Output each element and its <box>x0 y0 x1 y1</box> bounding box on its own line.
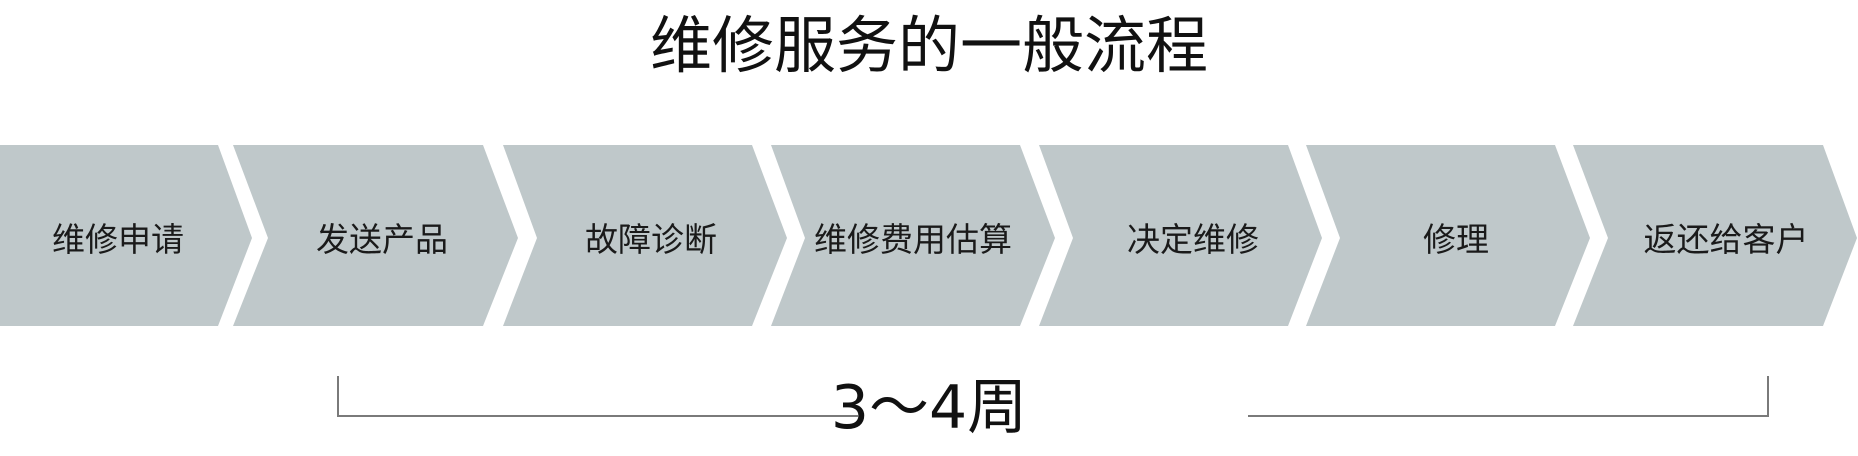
step-arrow-shape <box>1573 145 1857 326</box>
step-arrow-shape <box>503 145 787 326</box>
process-step-5: 决定维修 <box>1039 145 1322 326</box>
process-step-2: 发送产品 <box>233 145 518 326</box>
process-step-6: 修理 <box>1306 145 1590 326</box>
bracket-left-line <box>337 376 858 417</box>
step-label: 返还给客户 <box>1644 220 1809 259</box>
step-label: 决定维修 <box>1127 220 1259 259</box>
process-step-7: 返还给客户 <box>1573 145 1857 326</box>
step-arrow-shape <box>1306 145 1590 326</box>
process-step-1: 维修申请 <box>0 145 252 326</box>
duration-bracket <box>337 376 1769 417</box>
step-arrow-shape <box>1039 145 1322 326</box>
bracket-right-line <box>1248 376 1769 417</box>
diagram-title: 维修服务的一般流程 <box>649 9 1208 82</box>
process-step-3: 故障诊断 <box>503 145 787 326</box>
step-label: 修理 <box>1423 220 1489 259</box>
step-label: 维修申请 <box>52 220 184 259</box>
step-arrow-shape <box>0 145 252 326</box>
step-arrow-shape <box>771 145 1055 326</box>
step-label: 故障诊断 <box>585 220 717 259</box>
step-label: 发送产品 <box>316 220 448 259</box>
process-step-4: 维修费用估算 <box>771 145 1055 326</box>
step-label: 维修费用估算 <box>814 220 1012 259</box>
duration-label: 3～4周 <box>830 373 1028 443</box>
step-arrow-shape <box>233 145 518 326</box>
